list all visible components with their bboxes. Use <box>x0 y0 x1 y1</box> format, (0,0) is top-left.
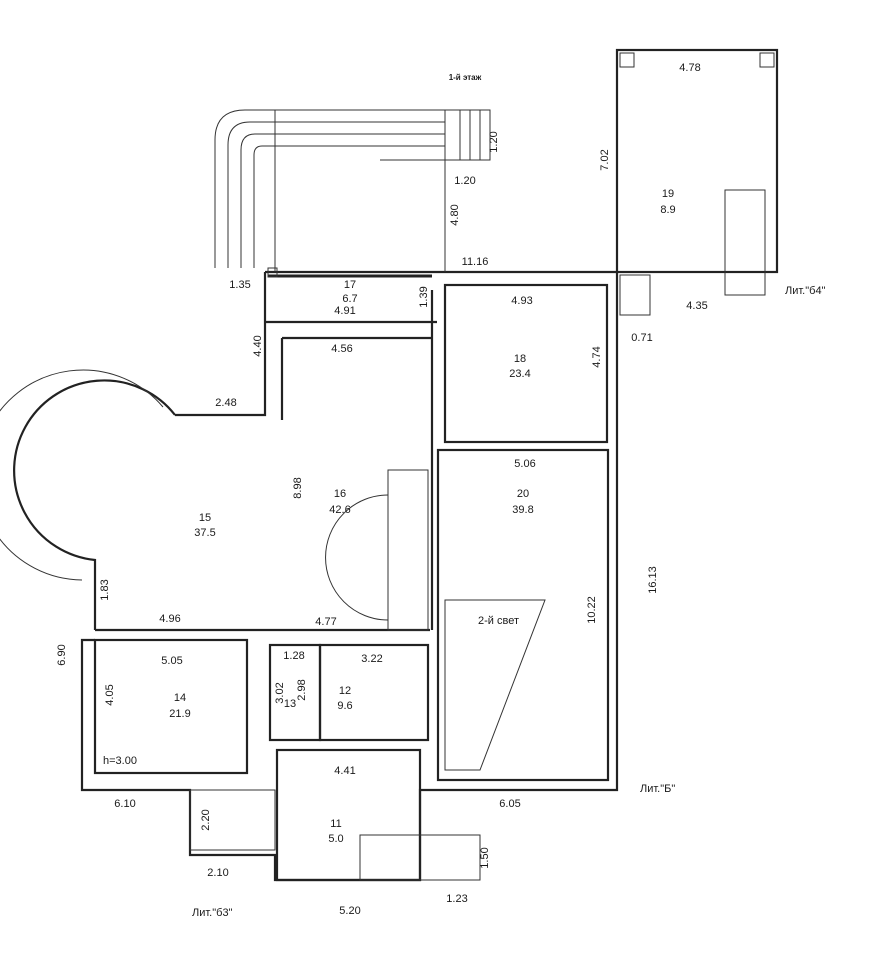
dimension-label: 3.22 <box>361 653 382 665</box>
dimension-label: 2.10 <box>207 867 228 879</box>
room-area: 23.4 <box>509 368 530 380</box>
dimension-label: 6.05 <box>499 798 520 810</box>
dimension-label: 0.71 <box>631 332 652 344</box>
second-light-label: 2-й свет <box>478 615 519 627</box>
walls <box>0 48 779 882</box>
dimension-label: 4.41 <box>334 765 355 777</box>
dimension-label: 4.35 <box>686 300 707 312</box>
dimension-label: 4.56 <box>331 343 352 355</box>
dimension-label: 8.98 <box>292 477 304 498</box>
dimension-label: 4.40 <box>252 335 264 356</box>
dimension-label: 2.98 <box>296 679 308 700</box>
room-number: 12 <box>339 685 351 697</box>
room-number: 17 <box>344 279 356 291</box>
dimension-label: 10.22 <box>586 596 598 624</box>
dimension-label: 3.02 <box>274 682 286 703</box>
dimension-label: h=3.00 <box>103 755 137 767</box>
terrace-steps <box>380 109 491 161</box>
dimension-label: 2.20 <box>200 809 212 830</box>
room-area: 39.8 <box>512 504 533 516</box>
dimension-label: 1.83 <box>99 579 111 600</box>
room-area: 21.9 <box>169 708 190 720</box>
dimension-label: 5.20 <box>339 905 360 917</box>
dimension-label: 4.77 <box>315 616 336 628</box>
dimension-label: 4.80 <box>449 204 461 225</box>
room-number: 19 <box>662 188 674 200</box>
dimension-label: 1.20 <box>454 175 475 187</box>
room-area: 8.9 <box>660 204 675 216</box>
dimension-label: 1.50 <box>479 847 491 868</box>
dimension-label: 4.93 <box>511 295 532 307</box>
room-number: 16 <box>334 488 346 500</box>
room-area: 5.0 <box>328 833 343 845</box>
room-number: 20 <box>517 488 529 500</box>
dimension-label: 6.10 <box>114 798 135 810</box>
dimension-label: 5.05 <box>161 655 182 667</box>
room-area: 42.6 <box>329 504 350 516</box>
dimension-label: 7.02 <box>599 149 611 170</box>
dimension-label: 4.91 <box>334 305 355 317</box>
dimension-label: 2.48 <box>215 397 236 409</box>
floor-title: 1-й этаж <box>449 73 482 82</box>
lit-b-label: Лит."Б" <box>640 783 675 795</box>
dimension-labels: 4.78 7.02 1.20 1.20 4.80 11.16 1.35 4.91… <box>56 62 708 917</box>
dimension-label: 16.13 <box>647 566 659 594</box>
room-number: 18 <box>514 353 526 365</box>
dimension-label: 4.74 <box>591 346 603 367</box>
room-number: 13 <box>284 698 296 710</box>
room-number: 15 <box>199 512 211 524</box>
dimension-label: 11.16 <box>462 256 489 268</box>
dimension-label: 4.05 <box>104 684 116 705</box>
dimension-label: 4.96 <box>159 613 180 625</box>
lit-b3-label: Лит."б3" <box>192 907 233 919</box>
lit-b4-label: Лит."б4" <box>785 285 826 297</box>
dimension-label: 1.39 <box>418 286 430 307</box>
room-number: 11 <box>330 818 341 830</box>
room-number: 14 <box>174 692 186 704</box>
dimension-label: 1.23 <box>446 893 467 905</box>
dimension-label: 1.35 <box>229 279 250 291</box>
room-area: 6.7 <box>342 293 357 305</box>
dimension-label: 6.90 <box>56 644 68 665</box>
dimension-label: 4.78 <box>679 62 700 74</box>
room-area: 9.6 <box>337 700 352 712</box>
room-area: 37.5 <box>194 527 215 539</box>
dimension-label: 1.28 <box>283 650 304 662</box>
dimension-label: 5.06 <box>514 458 535 470</box>
dimension-label: 1.20 <box>488 131 500 152</box>
